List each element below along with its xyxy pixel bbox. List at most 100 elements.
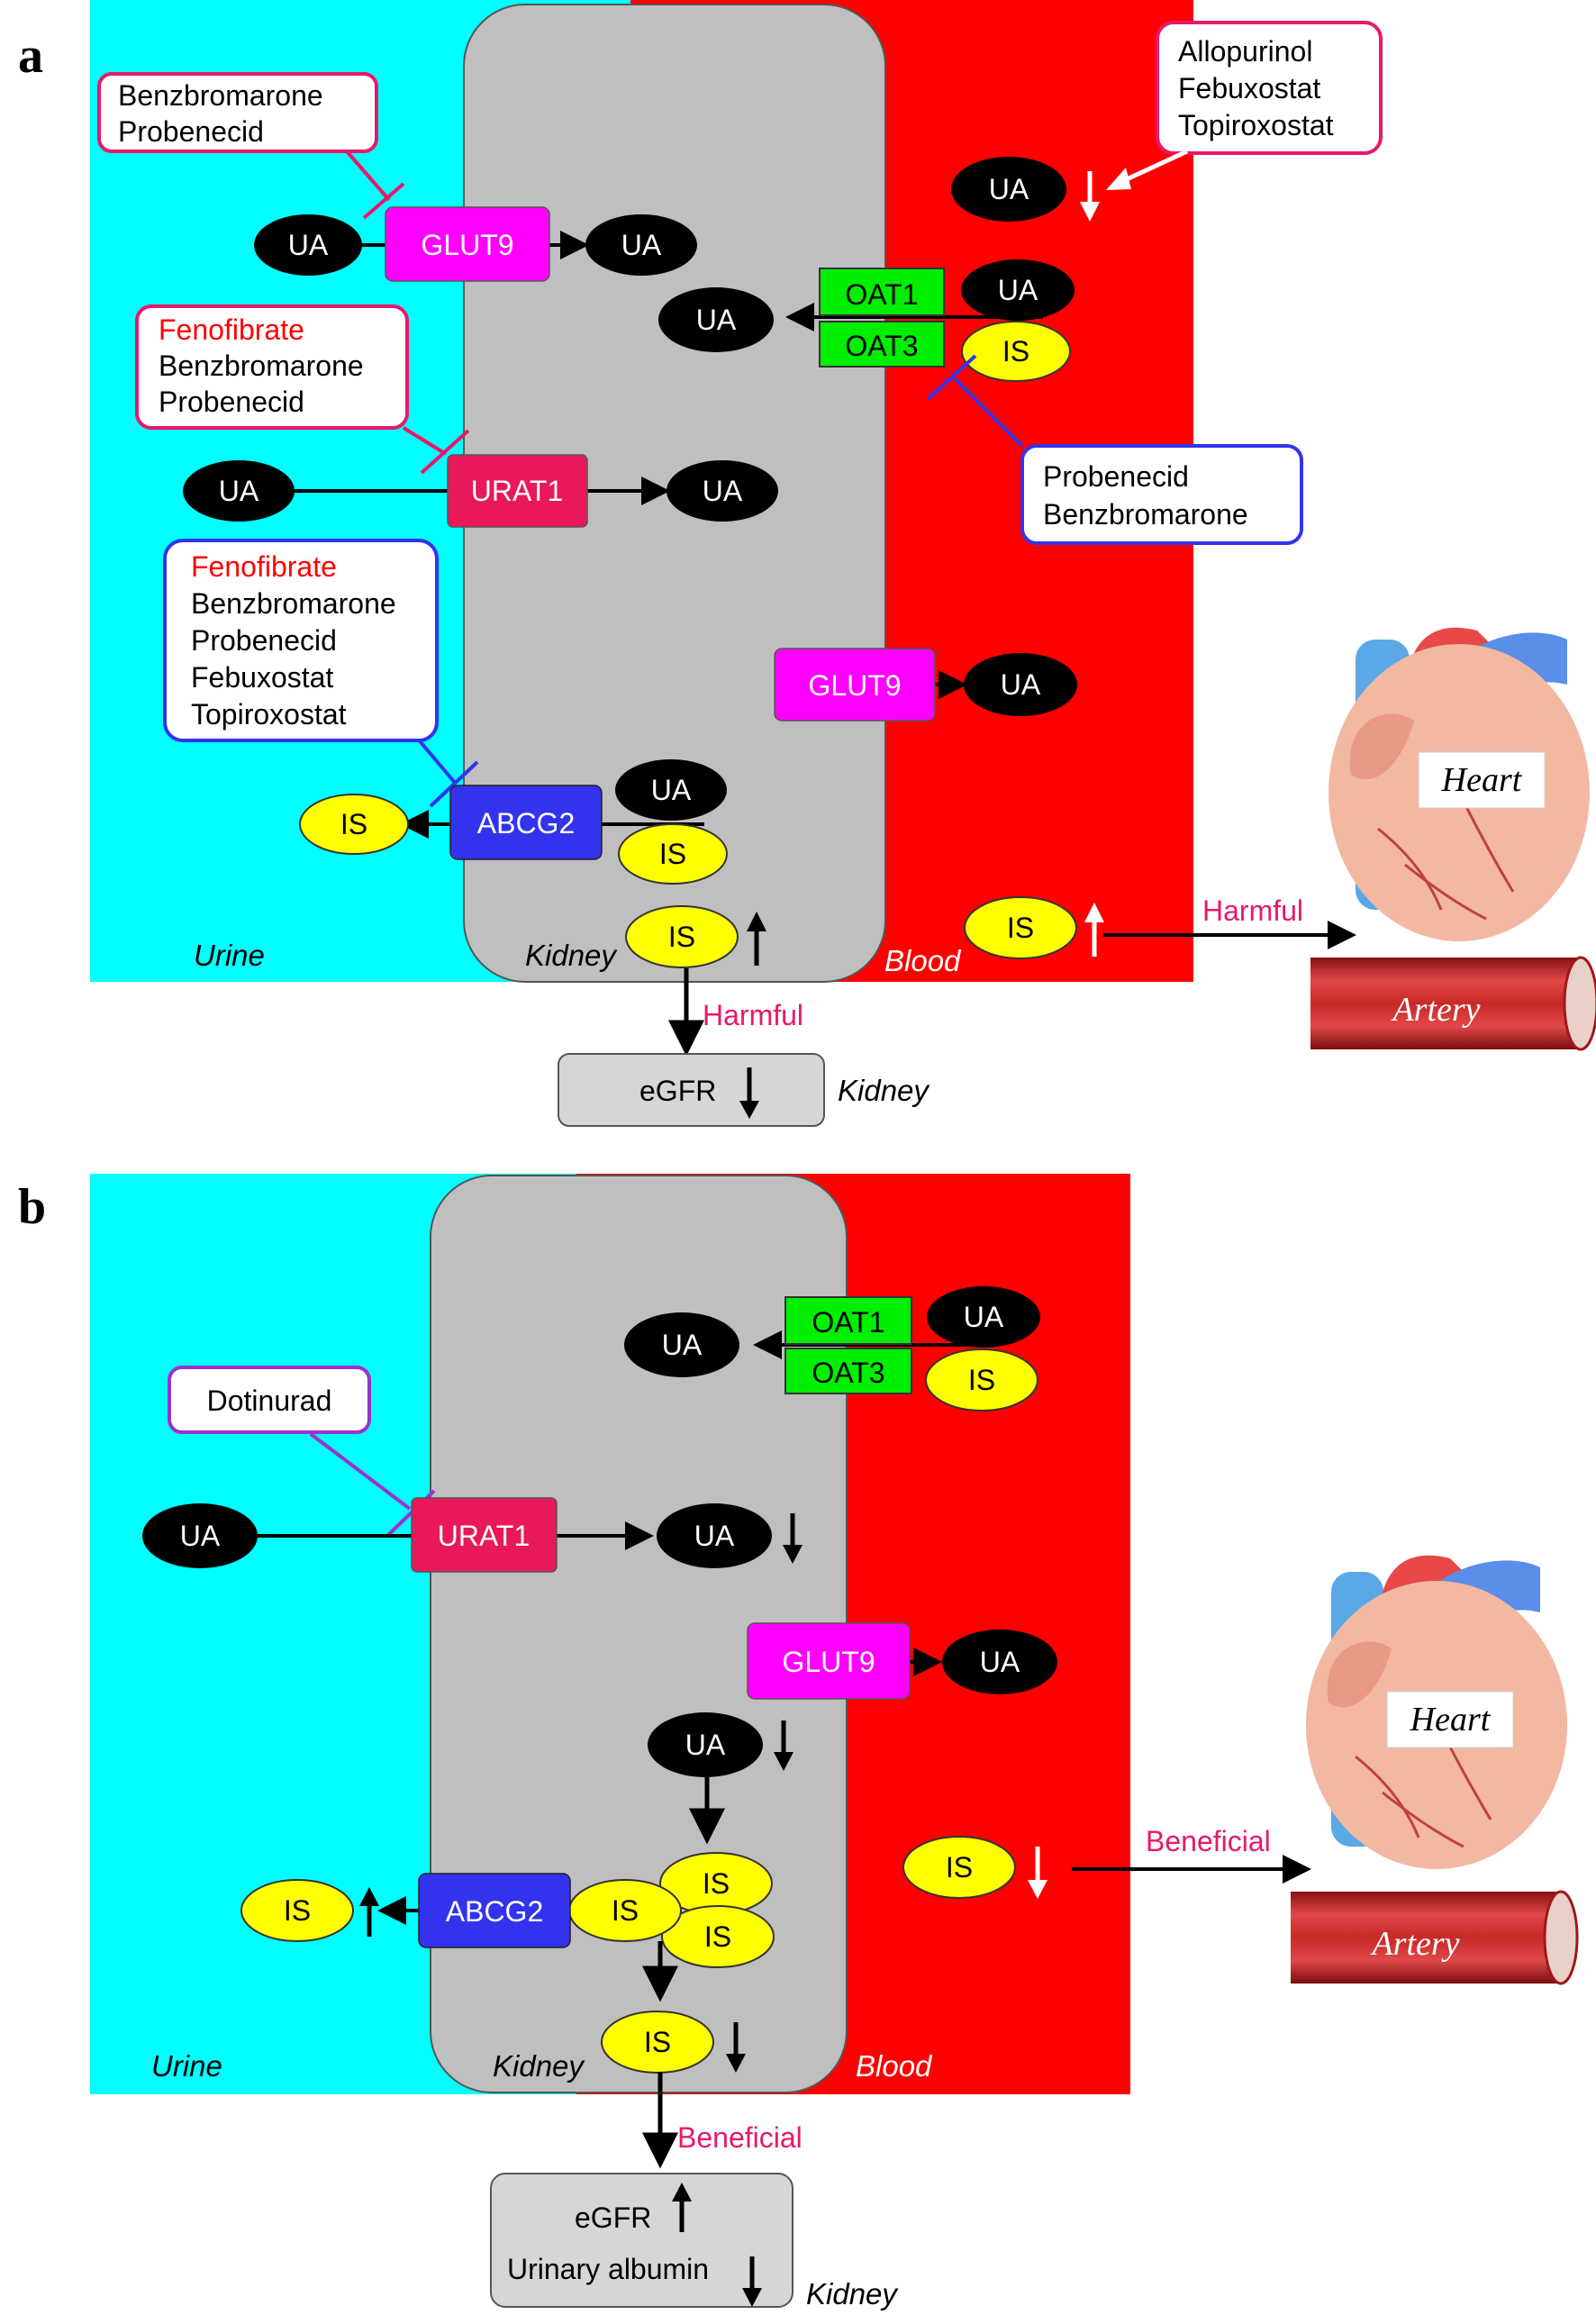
urine-label: Urine (194, 939, 265, 972)
is-label: IS (668, 921, 695, 953)
vascular-effect-label: Beneficial (1146, 1825, 1271, 1857)
oat-row: UA OAT1 OAT3 UA IS (624, 1286, 1040, 1412)
panel-b-label: b (18, 1179, 46, 1235)
ua-molecule (585, 214, 697, 276)
urat1-row: UA URAT1 UA (183, 454, 778, 528)
ua-molecule (964, 653, 1077, 716)
down-arrow-icon (739, 1101, 759, 1119)
artery-label: Artery (1369, 1925, 1459, 1963)
kidney-label: Kidney (525, 939, 618, 972)
is-label: IS (612, 1894, 639, 1927)
kidney-is-level: IS (601, 1941, 746, 2074)
is-molecule (625, 905, 739, 968)
vascular-effect-label: Harmful (1202, 894, 1303, 927)
ua-molecule (927, 1286, 1040, 1348)
abcg2-label: ABCG2 (446, 1895, 543, 1928)
panel-a-label: a (18, 28, 43, 84)
is-molecule (902, 1836, 1016, 1899)
is-molecule (661, 1905, 775, 1968)
oat3-label: OAT3 (845, 330, 918, 362)
ua-label: UA (703, 475, 743, 507)
glut9-label: GLUT9 (421, 229, 513, 261)
is-label: IS (946, 1851, 973, 1884)
down-arrow-icon (783, 1545, 803, 1564)
urat1-row: UA URAT1 UA (142, 1497, 803, 1573)
is-label: IS (1002, 335, 1029, 368)
blood-label: Blood (884, 944, 962, 977)
urat1-transporter (411, 1497, 558, 1573)
panel-a: a Urine Kidney Blood UA GLUT9 UA Benzbro… (18, 0, 1596, 1127)
up-arrow-icon (359, 1887, 379, 1906)
ua-molecule (142, 1503, 258, 1568)
kidney-effect-label: Beneficial (677, 2121, 803, 2154)
drug-name: Fenofibrate (159, 313, 304, 346)
is-label: IS (659, 838, 686, 870)
is-label: IS (703, 1867, 730, 1900)
glut9-inhibitor-box: Benzbromarone Probenecid (97, 72, 405, 220)
glut9-transporter (747, 1622, 911, 1700)
is-molecule (618, 823, 728, 885)
panel-b: b Urine Kidney Blood UA OAT1 OAT3 UA IS … (18, 1174, 1579, 2310)
ua-molecule (648, 1712, 763, 1777)
drug-name: Probenecid (191, 624, 337, 657)
drug-name: Probenecid (1043, 460, 1189, 493)
oat1-transporter (819, 268, 945, 316)
is-label: IS (1007, 912, 1034, 944)
drug-name: Benzbromarone (1043, 498, 1248, 531)
ua-molecule (254, 214, 362, 276)
ua-label: UA (998, 274, 1038, 306)
ua-molecule (961, 259, 1075, 321)
abcg2-label: ABCG2 (477, 807, 575, 840)
kidney-label: Kidney (493, 2049, 585, 2083)
glut9-basolateral-row: GLUT9 UA (747, 1622, 1057, 1700)
drug-name: Fenofibrate (191, 550, 337, 583)
abcg2-transporter (449, 785, 603, 860)
is-molecule (240, 1879, 354, 1942)
drug-name: Probenecid (159, 386, 304, 418)
drug-name: Topiroxostat (191, 698, 347, 731)
urat1-inhibitor-box: Fenofibrate Benzbromarone Probenecid (135, 304, 470, 475)
egfr-box (558, 1053, 825, 1127)
ua-molecule (615, 759, 727, 821)
heart-label: Heart (1410, 1701, 1492, 1738)
ua-molecule (951, 157, 1066, 222)
ua-label: UA (1001, 668, 1041, 701)
ua-label: UA (651, 774, 692, 806)
glut9-transporter (774, 648, 936, 722)
oat-inhibitor-box: Probenecid Benzbromarone (926, 354, 1303, 545)
ua-label: UA (964, 1301, 1004, 1333)
urat1-label: URAT1 (471, 475, 564, 507)
ua-label: UA (662, 1329, 703, 1361)
kidney-outcome: Beneficial eGFR Urinary albumin Kidney (490, 2072, 899, 2310)
is-molecule (925, 1348, 1038, 1412)
glut9-label: GLUT9 (782, 1646, 875, 1678)
ua-molecule (657, 1503, 772, 1568)
kidney-is-level: IS (625, 905, 766, 968)
blood-label: Blood (856, 2049, 933, 2083)
ua-label: UA (989, 173, 1029, 205)
drug-name: Probenecid (118, 115, 264, 148)
urat1-label: URAT1 (438, 1520, 530, 1552)
urat1-transporter (447, 454, 588, 528)
ua-label: UA (219, 475, 259, 507)
kidney-outcome: Harmful eGFR Kidney (558, 968, 930, 1127)
up-arrow-icon (747, 912, 766, 931)
glut9-label: GLUT9 (808, 669, 901, 702)
is-label: IS (644, 2026, 671, 2058)
up-arrow-icon (1084, 903, 1104, 922)
oat3-transporter (784, 1348, 912, 1394)
drug-name: Topiroxostat (1178, 109, 1334, 141)
ua-molecule (658, 287, 774, 352)
oat3-transporter (819, 321, 945, 368)
ua-label: UA (696, 304, 737, 336)
heart-label: Heart (1441, 761, 1523, 799)
ua-label: UA (980, 1646, 1020, 1678)
drug-name: Febuxostat (1178, 72, 1320, 104)
glut9-apical-row: UA GLUT9 UA (254, 206, 697, 282)
drug-name: Benzbromarone (118, 79, 323, 112)
glut9-basolateral-row: GLUT9 UA (774, 648, 1077, 722)
outcome-kidney-label: Kidney (806, 2277, 899, 2310)
artery-illustration: Artery (1310, 956, 1596, 1051)
abcg2-transporter (418, 1873, 571, 1948)
